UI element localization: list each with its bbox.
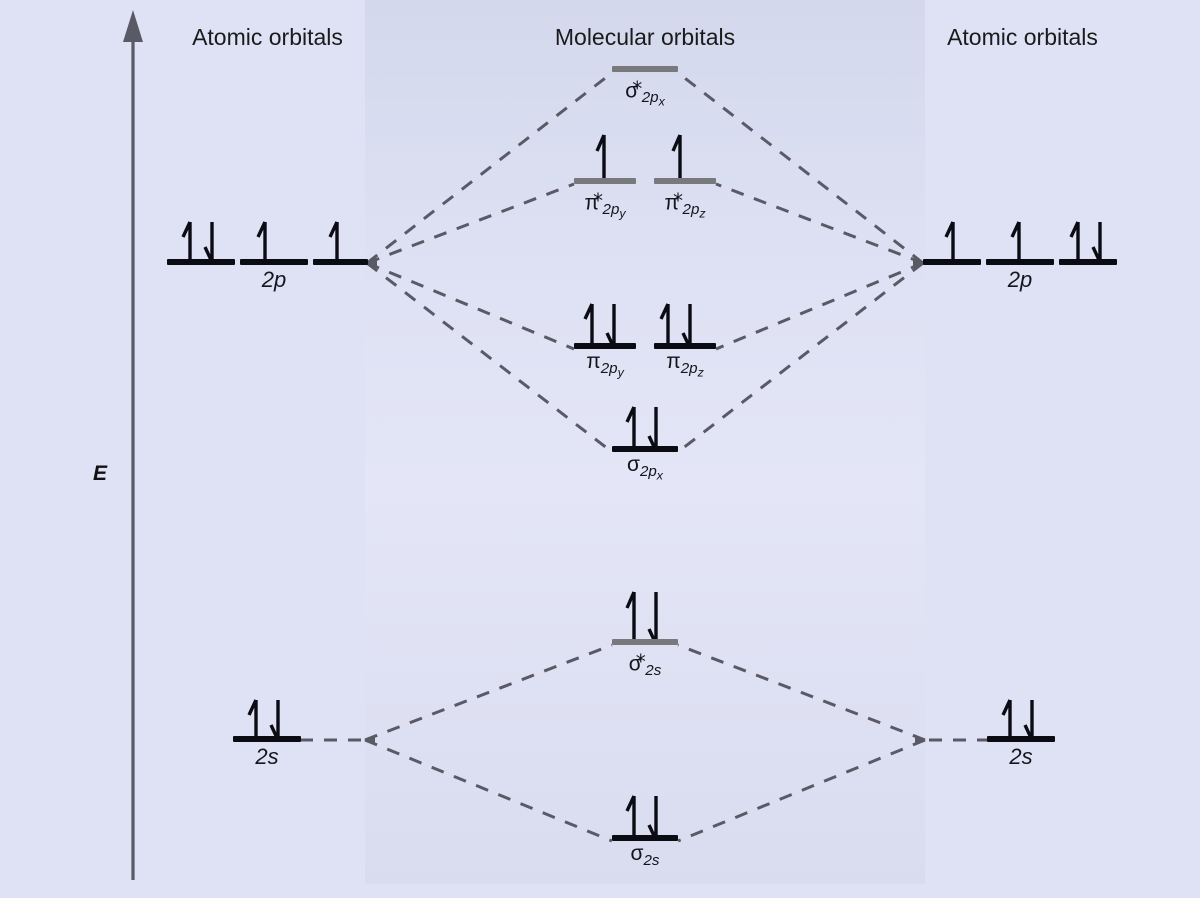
orbital-line-pi-star-2py bbox=[574, 178, 636, 184]
orbital-line-left-2p-1 bbox=[167, 259, 235, 265]
orbital-line-right-2p-3 bbox=[1059, 259, 1117, 265]
orbital-line-left-2p-2 bbox=[240, 259, 308, 265]
electrons-left-2p bbox=[181, 221, 339, 263]
energy-axis bbox=[123, 10, 143, 880]
orbital-label-sigma-star-2px: σ⁎2px bbox=[625, 72, 665, 109]
electrons-right-2s bbox=[1001, 699, 1034, 741]
orbital-line-right-2s bbox=[987, 736, 1055, 742]
orbital-line-pi-2pz bbox=[654, 343, 716, 349]
electrons-right-2p bbox=[944, 221, 1102, 263]
molecular-orbital-panel bbox=[365, 0, 925, 884]
heading-atomic-orbitals-left: Atomic orbitals bbox=[192, 24, 343, 50]
orbital-line-pi-star-2pz bbox=[654, 178, 716, 184]
heading-atomic-orbitals-right: Atomic orbitals bbox=[947, 24, 1098, 50]
orbital-line-sigma-2px bbox=[612, 446, 678, 452]
orbital-label-sigma-star-2s: σ⁎2s bbox=[628, 645, 662, 680]
orbital-label-pi-2pz: π2pz bbox=[666, 350, 704, 380]
orbital-label-pi-2py: π2py bbox=[586, 350, 624, 380]
orbital-label-right-2s: 2s bbox=[1009, 744, 1033, 769]
orbital-label-sigma-2px: σ2px bbox=[627, 453, 663, 483]
orbital-line-right-2p-2 bbox=[986, 259, 1054, 265]
orbital-line-pi-2py bbox=[574, 343, 636, 349]
electrons-left-2s bbox=[247, 699, 280, 741]
orbital-line-left-2p-3 bbox=[313, 259, 368, 265]
energy-axis-label: E bbox=[93, 462, 108, 485]
orbital-label-sigma-2s: σ2s bbox=[630, 842, 660, 869]
orbital-label-pi-star-2py: π⁎2py bbox=[584, 184, 626, 221]
orbital-label-left-2p: 2p bbox=[261, 267, 287, 292]
orbital-label-pi-star-2pz: π⁎2pz bbox=[664, 184, 706, 221]
orbital-label-right-2p: 2p bbox=[1007, 267, 1033, 292]
orbital-line-sigma-star-2px bbox=[612, 66, 678, 72]
orbital-line-right-2p-1 bbox=[923, 259, 981, 265]
heading-molecular-orbitals: Molecular orbitals bbox=[554, 24, 736, 50]
orbital-line-sigma-star-2s bbox=[612, 639, 678, 645]
orbital-line-sigma-2s bbox=[612, 835, 678, 841]
orbital-line-left-2s bbox=[233, 736, 301, 742]
orbital-label-left-2s: 2s bbox=[255, 744, 279, 769]
